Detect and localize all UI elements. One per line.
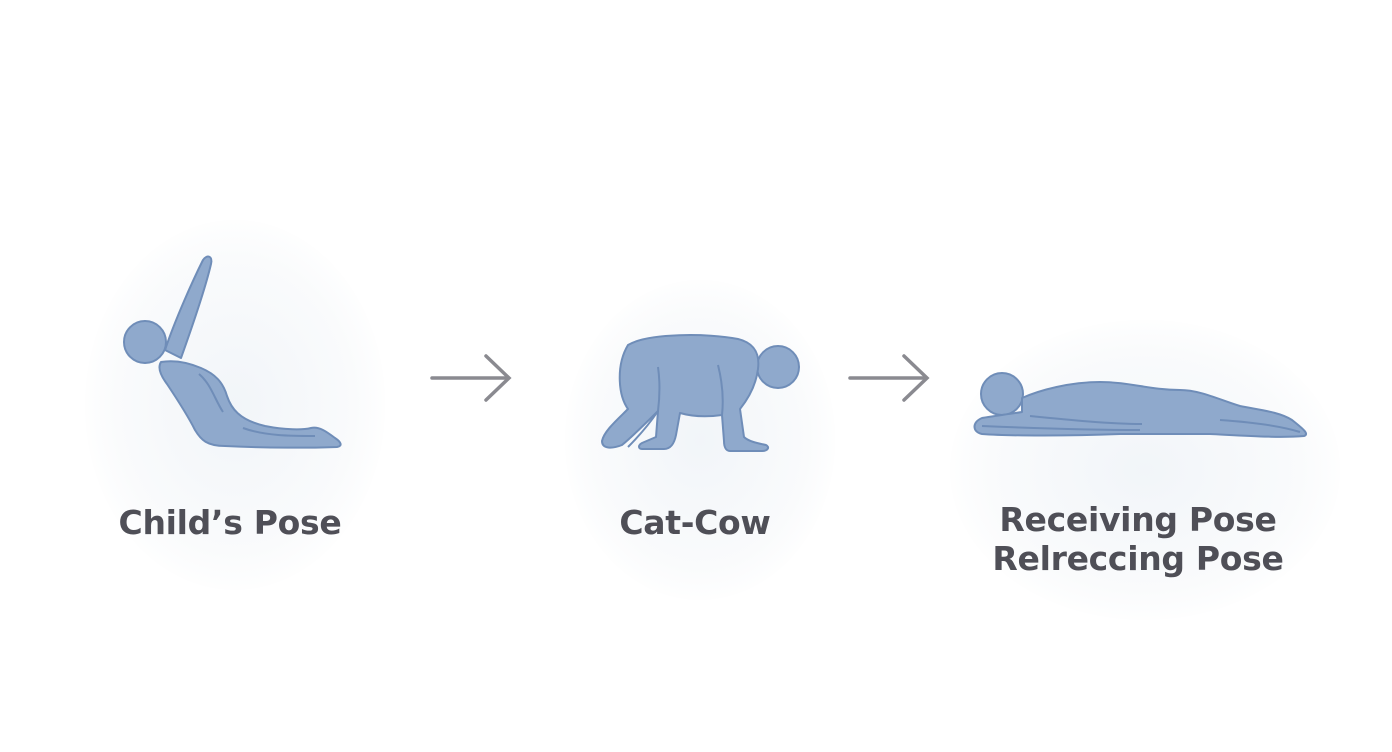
arrow-right-icon [428,350,518,410]
cat-cow-figure [598,325,808,455]
glow-pose-1 [85,220,385,590]
pose-label-receiving-pose-line-1: Receiving Pose [999,500,1277,539]
childs-pose-figure [115,250,355,460]
arrow-right-icon [846,350,936,410]
glow-pose-3 [950,320,1340,620]
pose-label-receiving-pose-line-2: Relreccing Pose [992,539,1284,578]
pose-label-childs-pose: Child’s Pose [118,503,342,542]
receiving-pose-figure [970,368,1315,443]
pose-label-cat-cow: Cat-Cow [619,503,771,542]
